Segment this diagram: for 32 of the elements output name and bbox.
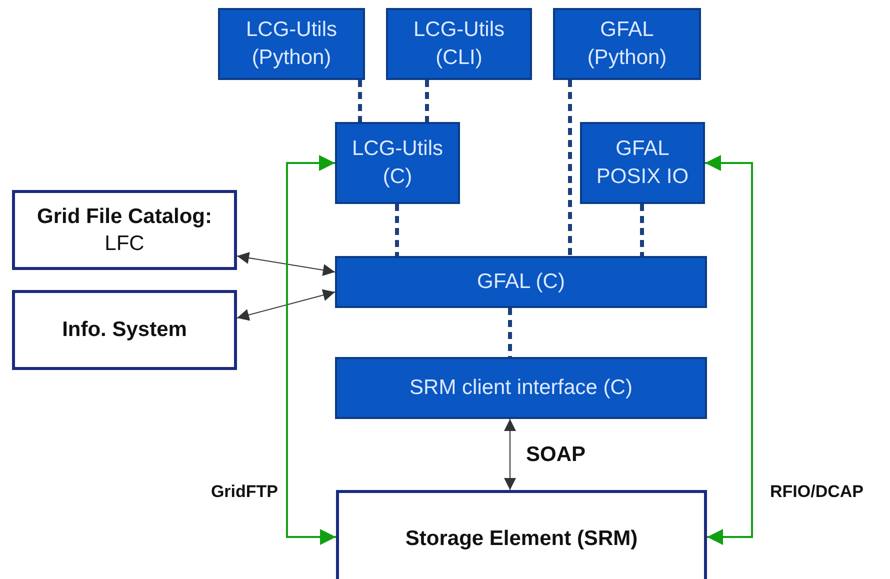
component-box	[335, 357, 707, 419]
node-label: Grid File Catalog:	[36, 204, 212, 230]
component-box	[553, 8, 701, 80]
node-label: LCG-Utils (C)	[350, 136, 444, 190]
arrow	[504, 418, 516, 490]
node-label: LFC	[104, 231, 144, 257]
dashed-connector	[358, 80, 362, 122]
component-box	[580, 122, 705, 204]
system-box	[12, 290, 237, 370]
system-box	[336, 490, 707, 579]
arrow	[705, 155, 753, 545]
node-label: GFAL (C)	[477, 268, 565, 295]
component-box	[386, 8, 532, 80]
dashed-connector	[425, 80, 429, 122]
node-label: LCG-Utils (Python)	[244, 16, 338, 71]
dashed-connector	[568, 80, 572, 256]
arrow	[236, 289, 336, 321]
node-label: LCG-Utils (CLI)	[412, 16, 506, 71]
node-label: GFAL POSIX IO	[595, 136, 690, 190]
component-box	[335, 256, 707, 308]
component-box	[335, 122, 460, 204]
dashed-connector	[508, 308, 512, 357]
node-label: SRM client interface (C)	[410, 374, 632, 401]
arrow	[286, 155, 336, 545]
component-box	[218, 8, 365, 80]
dashed-connector	[395, 204, 399, 256]
dashed-connector	[640, 204, 644, 256]
arrow	[236, 252, 336, 276]
system-box	[12, 190, 237, 270]
node-label: Storage Element (SRM)	[405, 526, 638, 552]
node-label: Info. System	[62, 317, 187, 344]
node-label: GFAL (Python)	[586, 16, 668, 71]
